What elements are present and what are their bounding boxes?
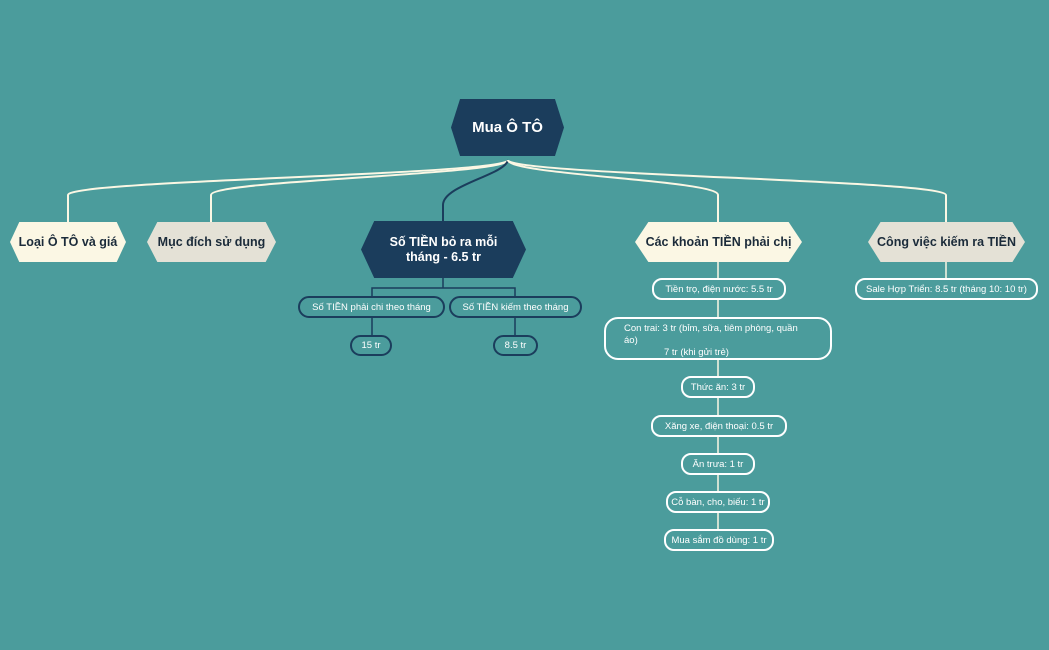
expense-item-sublabel: 7 tr (khi gửi trẻ) [664,347,729,358]
expense-item-label: Mua sắm đồ dùng: 1 tr [671,534,767,546]
expense-item-label: Con trai: 3 tr (bỉm, sữa, tiêm phòng, qu… [624,323,798,346]
expense-item-label: Ăn trưa: 1 tr [692,458,744,470]
earn-per-month-label: Số TIỀN kiếm theo tháng [462,301,569,313]
topic-purpose-label: Mục đích sử dụng [157,235,266,249]
topic-expenses[interactable]: Các khoản TIỀN phải chị [635,222,802,262]
expense-item[interactable]: Ăn trưa: 1 tr [681,453,755,475]
expense-item[interactable]: Cỗ bàn, cho, biếu: 1 tr [666,491,770,513]
earn-value-node[interactable]: 8.5 tr [493,335,538,356]
earn-per-month-node[interactable]: Số TIỀN kiếm theo tháng [449,296,582,318]
topic-expenses-label: Các khoản TIỀN phải chị [645,235,792,249]
spend-per-month-node[interactable]: Số TIỀN phải chi theo tháng [298,296,445,318]
spend-value-label: 15 tr [361,340,381,351]
topic-monthly-label: Số TIỀN bỏ ra mỗi tháng - 6.5 tr [389,234,498,264]
spend-per-month-label: Số TIỀN phải chi theo tháng [312,301,431,313]
topic-car-type[interactable]: Loại Ô TÔ và giá [10,222,126,262]
topic-car-type-label: Loại Ô TÔ và giá [18,235,118,249]
expense-item-label: Xăng xe, điện thoại: 0.5 tr [664,420,774,432]
expense-item[interactable]: Mua sắm đồ dùng: 1 tr [664,529,774,551]
earn-value-label: 8.5 tr [504,340,527,351]
topic-income[interactable]: Công việc kiếm ra TIỀN [868,222,1025,262]
expense-item[interactable]: Thức ăn: 3 tr [681,376,755,398]
expense-item-label: Tiền trọ, điện nước: 5.5 tr [665,283,773,295]
root-label: Mua Ô TÔ [472,119,543,136]
topic-income-label: Công việc kiếm ra TIỀN [877,235,1016,249]
topic-monthly[interactable]: Số TIỀN bỏ ra mỗi tháng - 6.5 tr [361,221,526,278]
expense-item-label: Thức ăn: 3 tr [690,381,746,393]
spend-value-node[interactable]: 15 tr [350,335,392,356]
root-node[interactable]: Mua Ô TÔ [451,99,564,156]
topic-purpose[interactable]: Mục đích sử dụng [147,222,276,262]
expense-item-label: Cỗ bàn, cho, biếu: 1 tr [671,496,765,508]
expense-item[interactable]: Tiền trọ, điện nước: 5.5 tr [652,278,786,300]
income-item[interactable]: Sale Hợp Triển: 8.5 tr (tháng 10: 10 tr) [855,278,1038,300]
expense-item[interactable]: Con trai: 3 tr (bỉm, sữa, tiêm phòng, qu… [604,317,832,360]
expense-item[interactable]: Xăng xe, điện thoại: 0.5 tr [651,415,787,437]
income-item-label: Sale Hợp Triển: 8.5 tr (tháng 10: 10 tr) [866,283,1027,295]
